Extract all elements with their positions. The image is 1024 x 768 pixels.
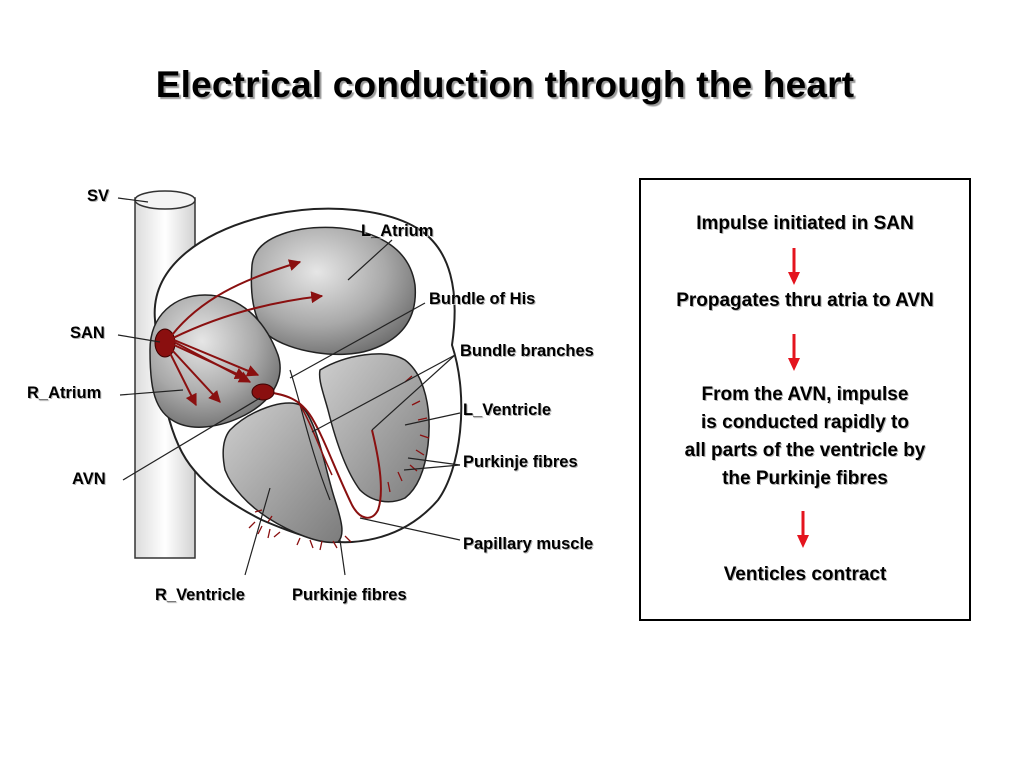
sa-node bbox=[154, 328, 176, 358]
slide-title: Electrical conduction through the heart bbox=[155, 64, 855, 105]
label-purkinje-bottom: Purkinje fibres bbox=[292, 586, 407, 604]
leader-lines bbox=[117, 197, 461, 576]
label-l-ventricle: L_Ventricle bbox=[463, 401, 552, 419]
label-l-atrium: L_Atrium bbox=[361, 222, 434, 240]
purkinje-fibres bbox=[248, 375, 430, 551]
flow-step-2: Propagates thru atria to AVN bbox=[641, 287, 969, 315]
label-sv: SV bbox=[87, 187, 110, 205]
down-arrow-icon bbox=[788, 248, 800, 285]
down-arrow-icon bbox=[797, 511, 809, 548]
label-purkinje-right: Purkinje fibres bbox=[463, 453, 578, 471]
flow-step-1: Impulse initiated in SAN bbox=[641, 210, 969, 238]
label-avn: AVN bbox=[72, 470, 106, 488]
label-san: SAN bbox=[70, 324, 105, 342]
flow-step-4-line: Venticles contract bbox=[723, 564, 887, 585]
label-bundle-branches: Bundle branches bbox=[460, 342, 594, 360]
label-papillary-muscle: Papillary muscle bbox=[463, 535, 594, 553]
flow-step-3: From the AVN, impulse is conducted rapid… bbox=[641, 381, 969, 493]
heart-diagram: SV SAN R_Atrium AVN L_Atrium Bundle of H… bbox=[0, 170, 640, 620]
label-r-atrium: R_Atrium bbox=[27, 384, 102, 402]
heart-illustration bbox=[117, 190, 463, 576]
septum bbox=[289, 369, 331, 501]
flow-step-1-line: Impulse initiated in SAN bbox=[696, 213, 914, 234]
label-r-ventricle: R_Ventricle bbox=[155, 586, 245, 604]
flow-step-2-line: Propagates thru atria to AVN bbox=[676, 290, 934, 311]
bundle-pathway-inner bbox=[297, 401, 333, 476]
flow-step-3-line-3: all parts of the ventricle by bbox=[684, 440, 926, 461]
conduction-flow-box: Impulse initiated in SAN Propagates thru… bbox=[639, 178, 971, 621]
flow-step-3-line-2: is conducted rapidly to bbox=[701, 412, 909, 433]
flow-step-4: Venticles contract bbox=[641, 561, 969, 589]
flow-step-3-line-4: the Purkinje fibres bbox=[722, 468, 888, 489]
down-arrow-icon bbox=[788, 334, 800, 371]
bundle-pathway bbox=[267, 391, 382, 519]
left-atrium-shape bbox=[250, 226, 417, 356]
label-bundle-of-his: Bundle of His bbox=[429, 290, 536, 308]
right-atrium-shape bbox=[149, 294, 281, 428]
impulse-arrows bbox=[169, 259, 324, 407]
flow-step-3-line-1: From the AVN, impulse bbox=[701, 384, 909, 405]
av-node bbox=[251, 383, 275, 401]
